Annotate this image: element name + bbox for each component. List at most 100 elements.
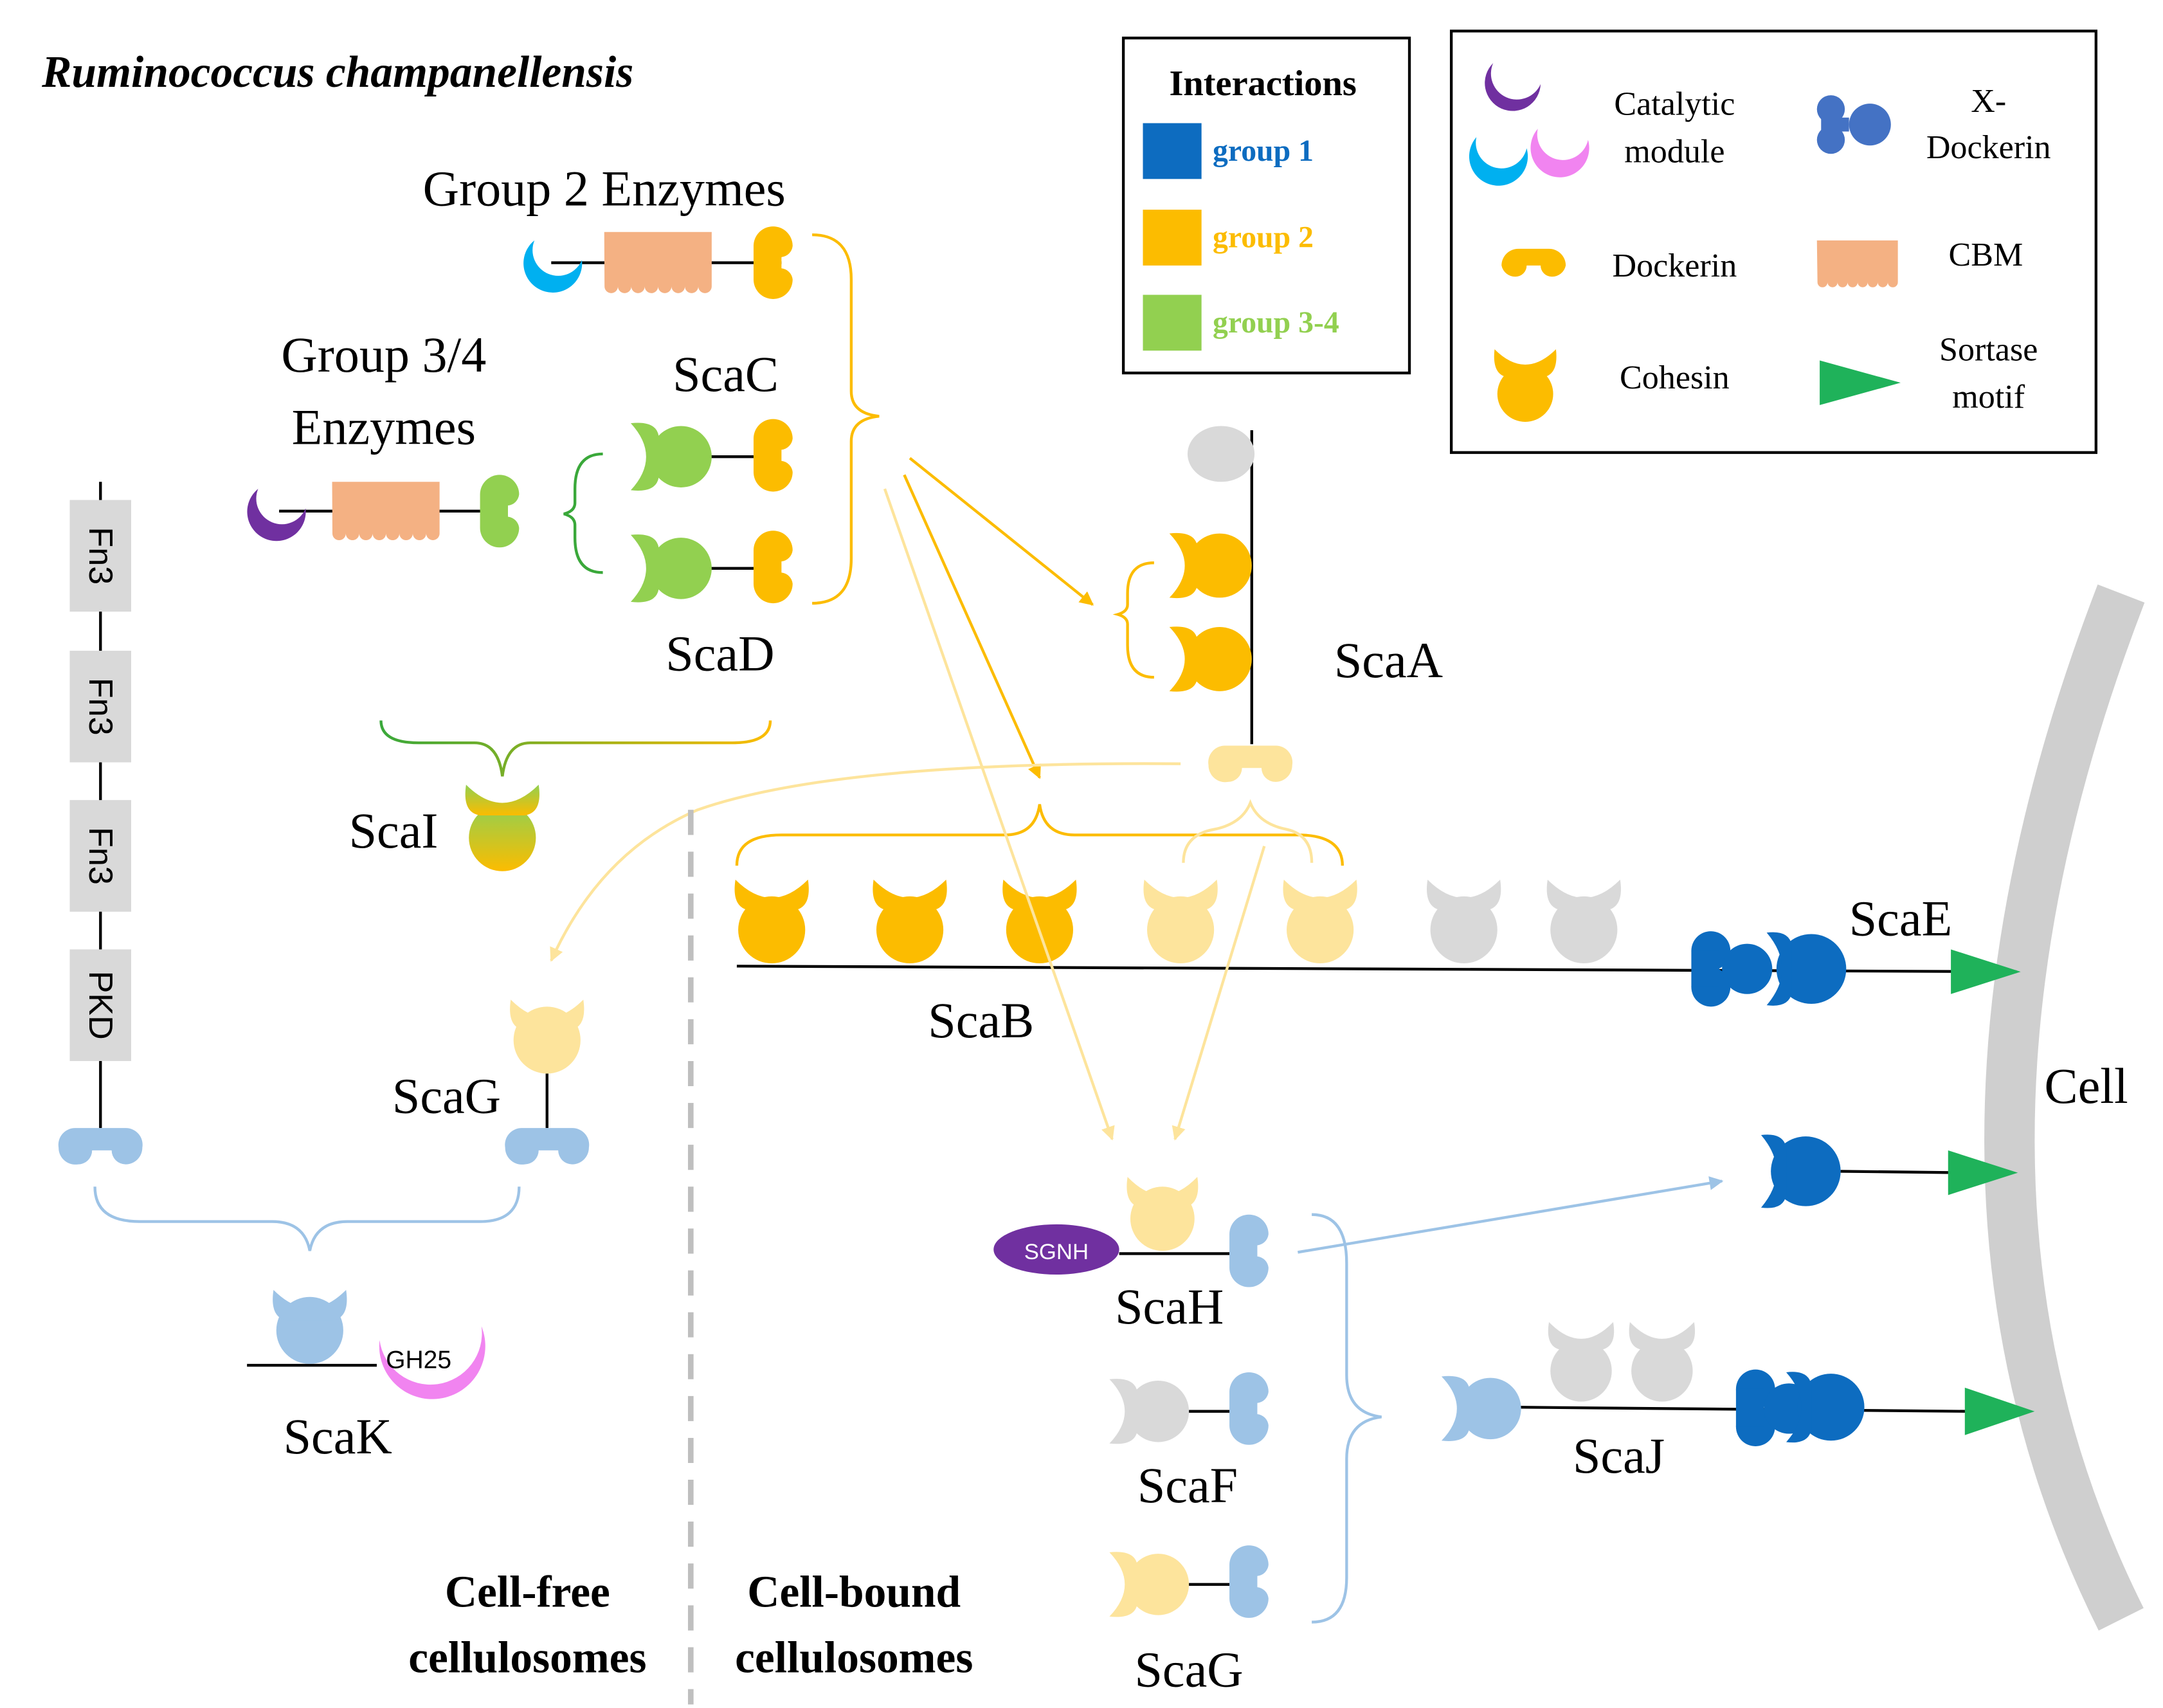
cohesin-green: [630, 422, 712, 491]
scaJ-brace: [1312, 1213, 1382, 1624]
fn3-label: Fn3: [82, 527, 119, 585]
cbm-icon: [1816, 240, 1898, 287]
catalytic-module-icon: [1469, 63, 1589, 186]
arrow-light-to-scaH-1: [883, 488, 1115, 1141]
scaA-label: ScaA: [1334, 632, 1443, 688]
pkd-label: PKD: [82, 971, 119, 1040]
sgnh-module: [993, 1224, 1119, 1275]
dockerin-orange: [753, 419, 793, 492]
legend-cohesin: Cohesin: [1620, 359, 1730, 396]
scaI-brace: [379, 720, 772, 777]
scaJ-blue-cohesin: [1786, 1372, 1865, 1443]
group1-swatch: [1143, 123, 1202, 179]
scaF-dockerin: [1229, 1372, 1269, 1445]
scaK-cohesin: [273, 1289, 347, 1364]
group2-enzyme: [523, 226, 793, 299]
sortase-motif-icon: [1820, 360, 1901, 405]
scaJ-cohesin: [1441, 1376, 1521, 1441]
arrow-group2-to-scaB: [903, 474, 1041, 779]
fn3-box-1: Fn3: [69, 500, 132, 612]
group34-label: group 3-4: [1213, 305, 1339, 340]
dockerin-green: [480, 475, 520, 548]
module-legend: Catalytic module X- Dockerin Dockerin CB…: [1449, 30, 2097, 454]
legend-catalytic-line2: module: [1624, 133, 1724, 170]
scaB-label: ScaB: [928, 992, 1034, 1048]
scaA-cohesin-2: [1169, 626, 1252, 692]
scaB-orange-brace: [735, 804, 1344, 866]
cohesin-icon: [1494, 349, 1557, 422]
cell-free-label-line2: cellulosomes: [408, 1633, 646, 1683]
arrow-scaH-to-cell: [1298, 1176, 1724, 1254]
group34-enzymes-label-line1: Group 3/4: [281, 327, 486, 383]
scaG-free-label: ScaG: [392, 1068, 501, 1123]
scaE-cohesin: [1766, 932, 1847, 1006]
gh25-catalytic-module: [379, 1326, 485, 1399]
scaB-cohesin: [734, 879, 809, 964]
arrow-scaA-to-scaG: [550, 762, 1181, 962]
arrow-group2-to-scaA: [909, 457, 1094, 606]
group34-enzymes-label-line2: Enzymes: [292, 399, 476, 455]
cell-wall: [1984, 584, 2145, 1631]
pkd-box: PKD: [69, 949, 132, 1061]
legend-catalytic-line1: Catalytic: [1614, 86, 1735, 122]
scaB-cohesin: [873, 879, 947, 964]
scaG-bound-cohesin: [1109, 1552, 1190, 1617]
fn3-label: Fn3: [82, 827, 119, 885]
legend-cbm: CBM: [1948, 237, 2023, 273]
sortase-motif: [1951, 949, 2021, 994]
scaK-brace: [93, 1186, 521, 1251]
group34-enzyme: [247, 475, 520, 548]
diagram-title: Ruminococcus champanellensis: [41, 48, 633, 97]
scaJ-label: ScaJ: [1573, 1428, 1665, 1484]
catalytic-module-cyan: [523, 240, 583, 293]
legend-sortase-line2: motif: [1952, 379, 2025, 415]
cohesin-green: [630, 534, 712, 603]
interactions-legend-title: Interactions: [1169, 64, 1356, 104]
scaB-cohesin: [1546, 879, 1621, 964]
arrow-light-to-scaH-2: [1172, 846, 1266, 1141]
scaA-cohesin-1: [1169, 532, 1252, 599]
scaJ-grey-cohesin-2: [1629, 1322, 1696, 1402]
group34-swatch: [1143, 295, 1202, 351]
scaK-label: ScaK: [284, 1408, 392, 1464]
scaE-x-dockerin: [1691, 931, 1773, 1007]
scaH-label: ScaH: [1115, 1278, 1224, 1334]
fn3-dockerin: [58, 1128, 143, 1165]
group2-swatch: [1143, 210, 1202, 266]
group2-brace: [812, 233, 880, 605]
scaB-cohesin: [1283, 879, 1357, 964]
scaA-grey-module: [1187, 426, 1255, 482]
scaG-bound-label: ScaG: [1134, 1641, 1243, 1697]
cbm-module: [332, 482, 440, 540]
sortase-motif: [1964, 1387, 2035, 1435]
scaH-dockerin: [1229, 1214, 1269, 1287]
legend-xdockerin-line1: X-: [1971, 83, 2006, 120]
scaC: [630, 419, 793, 492]
sortase-motif: [1948, 1150, 2018, 1195]
interactions-legend: Interactions group 1 group 2 group 3-4: [1121, 36, 1411, 375]
legend-dockerin: Dockerin: [1612, 248, 1737, 284]
scaI-label: ScaI: [349, 803, 439, 859]
cell-label: Cell: [2045, 1058, 2128, 1114]
scaF-label: ScaF: [1137, 1457, 1238, 1513]
legend-xdockerin-line2: Dockerin: [1926, 129, 2051, 166]
scaB-cohesin: [1427, 879, 1501, 964]
scaB-cohesin: [1002, 879, 1077, 964]
scaB-cohesin: [1143, 879, 1218, 964]
scaB-cohesins: [734, 879, 1621, 964]
scaA-brace: [1112, 561, 1154, 679]
catalytic-module-purple: [247, 489, 306, 541]
scaC-label: ScaC: [673, 346, 779, 402]
dockerin-orange: [753, 531, 793, 604]
fn3-box-3: Fn3: [69, 800, 132, 912]
group2-label: group 2: [1213, 221, 1314, 255]
scaB-light-brace: [1182, 799, 1314, 863]
scaF-cohesin: [1109, 1379, 1190, 1444]
cell-bound-label-line1: Cell-bound: [747, 1568, 961, 1617]
scaD: [630, 531, 793, 604]
fn3-box-2: Fn3: [69, 650, 132, 763]
scaH-cohesin: [1127, 1177, 1199, 1251]
cell-bound-label-line2: cellulosomes: [735, 1633, 973, 1683]
